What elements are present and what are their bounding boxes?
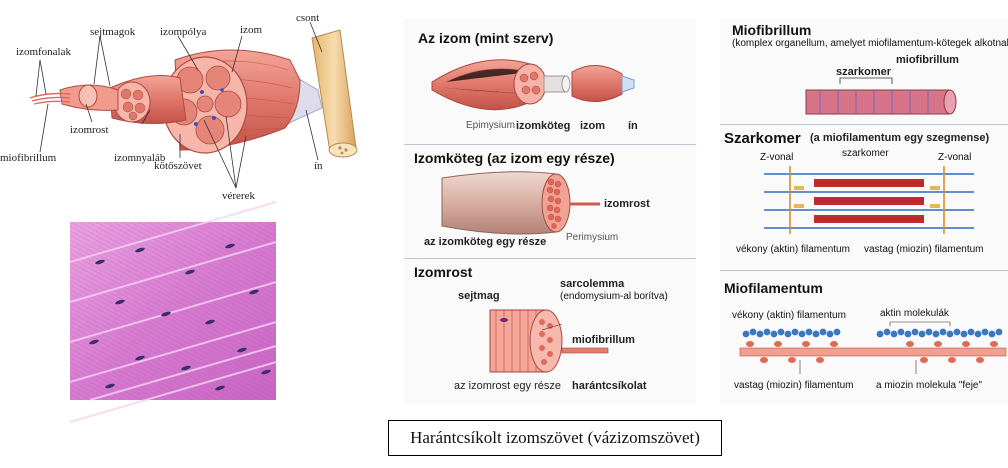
label-sejtmagok: sejtmagok: [90, 26, 136, 38]
right-section3-feje: a miozin molekula "feje": [876, 380, 983, 391]
bone-shape: [311, 29, 358, 158]
myofibril-strands: [29, 92, 71, 105]
right-section3-title: Miofilamentum: [724, 280, 823, 296]
middle-section3-sejtmag: sejtmag: [458, 290, 500, 302]
sarcomere-illustration: [764, 166, 974, 234]
fascicle-illustration: [441, 171, 600, 235]
middle-section3-miofibrillum: miofibrillum: [572, 334, 635, 346]
right-divider-1: [720, 124, 1008, 125]
label-izompolya: izompólya: [160, 26, 207, 38]
right-section1-miofibrillum: miofibrillum: [896, 54, 959, 66]
middle-section1-izom: izom: [580, 120, 606, 132]
muscle-anatomy-illustration: [29, 21, 358, 189]
right-section3-aktin: aktin molekulák: [880, 308, 949, 319]
right-section2-title: Szarkomer: [724, 130, 801, 147]
middle-section1-epimysium: Epimysium: [466, 120, 515, 131]
right-section2-vastag: vastag (miozin) filamentum: [864, 244, 984, 255]
middle-divider-1: [404, 144, 696, 145]
middle-section1-izomkoteg: izomköteg: [516, 120, 571, 132]
right-section2-zvonal-right: Z-vonal: [938, 152, 972, 163]
myofilament-illustration: [739, 321, 1007, 374]
label-izomnyalab: izomnyaláb: [114, 152, 166, 164]
right-section2-title-note: (a miofilamentum egy szegmense): [810, 132, 990, 144]
middle-section2-perimysium: Perimysium: [566, 232, 619, 243]
middle-section2-izomrost: izomrost: [604, 198, 650, 210]
right-section2-szarkomer: szarkomer: [842, 148, 889, 159]
middle-section3-sarcolemma: sarcolemma: [560, 278, 625, 290]
middle-section3-sarcolemma-note: (endomysium-al borítva): [560, 291, 668, 302]
label-csont: csont: [296, 12, 320, 24]
middle-section2-title: Izomköteg (az izom egy része): [414, 150, 615, 166]
middle-section2-resze: az izomköteg egy része: [424, 236, 547, 248]
right-section3-vastag: vastag (miozin) filamentum: [734, 380, 854, 391]
whole-muscle-illustration: [431, 59, 635, 111]
right-section1-title: Miofibrillum: [732, 22, 812, 38]
figure-caption: Harántcsíkolt izomszövet (vázizomszövet): [388, 420, 722, 456]
right-section2-vekony: vékony (aktin) filamentum: [736, 244, 850, 255]
middle-section1-in: ín: [628, 120, 638, 132]
right-section2-zvonal-left: Z-vonal: [760, 152, 794, 163]
middle-divider-2: [404, 258, 696, 259]
label-vererek: vérerek: [222, 190, 255, 202]
label-izom: izom: [240, 24, 262, 36]
label-in: ín: [314, 160, 323, 172]
right-divider-2: [720, 270, 1008, 271]
middle-section3-harantcsikolat: harántcsíkolat: [572, 380, 647, 392]
right-section1-subtitle: (komplex organellum, amelyet miofilament…: [732, 38, 1008, 49]
right-section3-vekony: vékony (aktin) filamentum: [732, 310, 846, 321]
muscle-fiber-illustration: [489, 309, 609, 373]
label-miofibrillum: miofibrillum: [0, 152, 57, 164]
histology-micrograph: [69, 201, 277, 423]
label-kotoszovet: kötőszövet: [154, 160, 202, 172]
label-izomfonalak: izomfonalak: [16, 46, 71, 58]
label-izomrost: izomrost: [70, 124, 109, 136]
myofibril-illustration: [805, 77, 957, 115]
middle-section1-title: Az izom (mint szerv): [418, 30, 554, 46]
middle-section3-title: Izomrost: [414, 264, 473, 280]
middle-section3-resze: az izomrost egy része: [454, 380, 561, 392]
right-section1-szarkomer: szarkomer: [836, 66, 892, 78]
